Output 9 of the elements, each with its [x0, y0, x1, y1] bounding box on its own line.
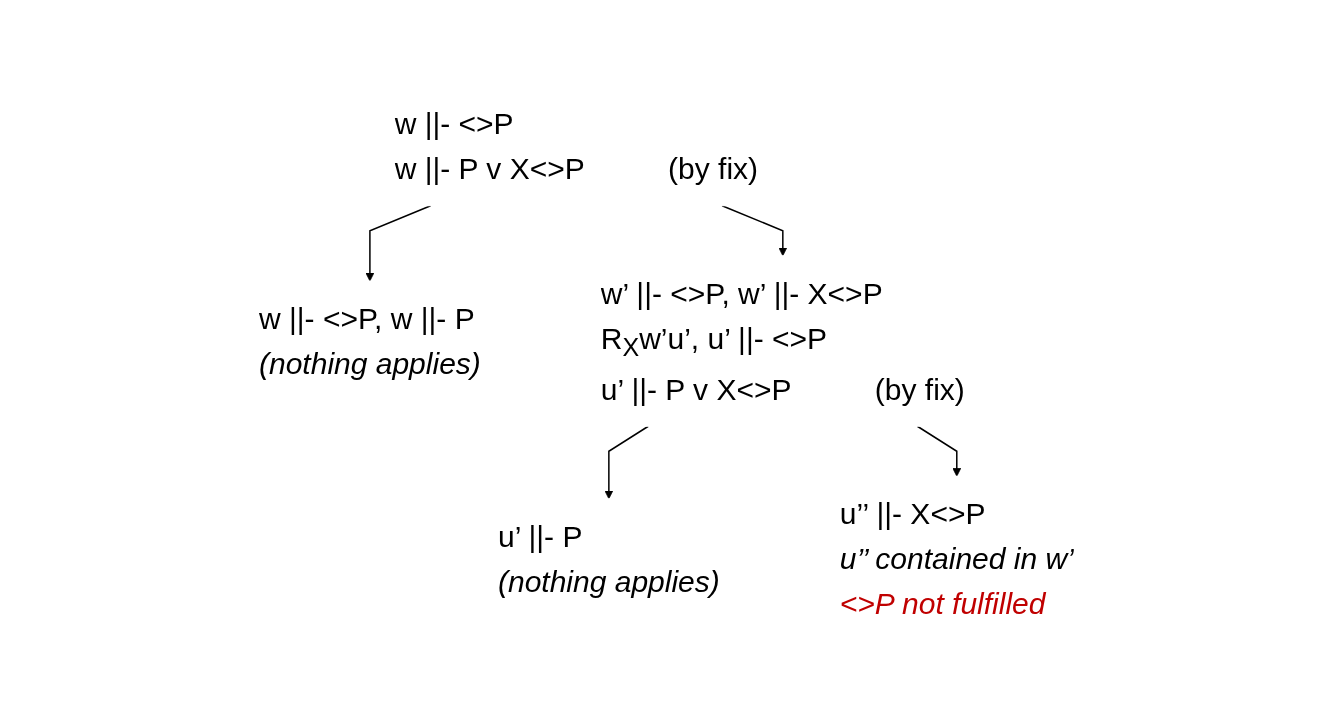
node-text: w ||- <>P, w ||- P (nothing applies)	[258, 302, 481, 380]
arrow	[365, 205, 431, 282]
arrow	[604, 425, 649, 500]
node-text: w ||- <>P w ||- P v X<>P (by fix)	[394, 106, 758, 185]
arrow	[720, 205, 787, 257]
arrow	[916, 425, 961, 477]
node-text: u’’ ||- X<>P u’’ contained in w’ <>P not fulfilled	[839, 497, 1074, 621]
node-text: u’ ||- P (nothing applies)	[497, 519, 720, 598]
node-text: w’ ||- <>P, w’ ||- X<>P R$_{X}$w’u’, u’ ||- <>P u’ ||- P v X<>P (by fix)	[600, 276, 965, 406]
